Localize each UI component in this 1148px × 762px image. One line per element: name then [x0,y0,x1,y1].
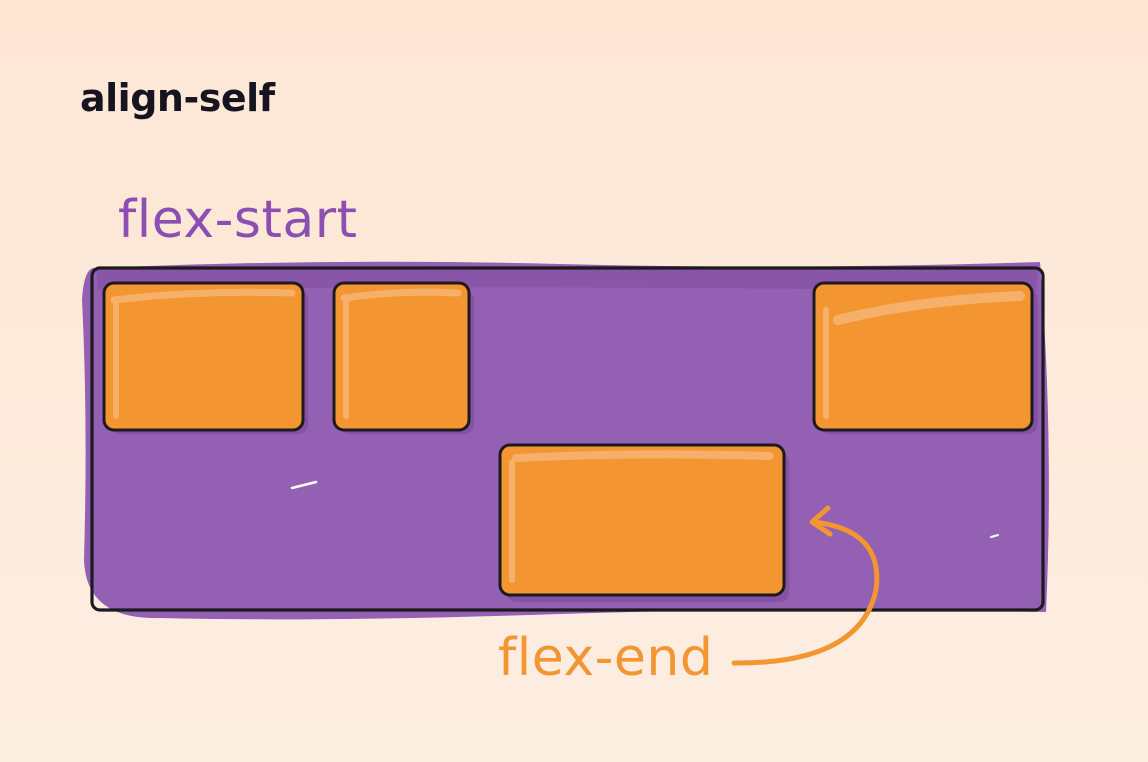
flex-item-3 [812,281,1038,434]
scratch-mark [990,534,999,538]
flex-item-2 [332,281,474,434]
arrow-icon [731,505,880,666]
container-outline [90,266,1045,612]
flex-item-4-flex-end [498,443,789,602]
container-fill [82,261,1049,620]
flex-item-1 [102,281,308,434]
page-title: align-self [80,76,275,120]
flex-container [82,261,1049,620]
container-shadow-top [96,266,1038,292]
scratch-mark [290,480,318,490]
label-flex-start: flex-start [118,190,358,250]
label-flex-end: flex-end [498,628,714,688]
